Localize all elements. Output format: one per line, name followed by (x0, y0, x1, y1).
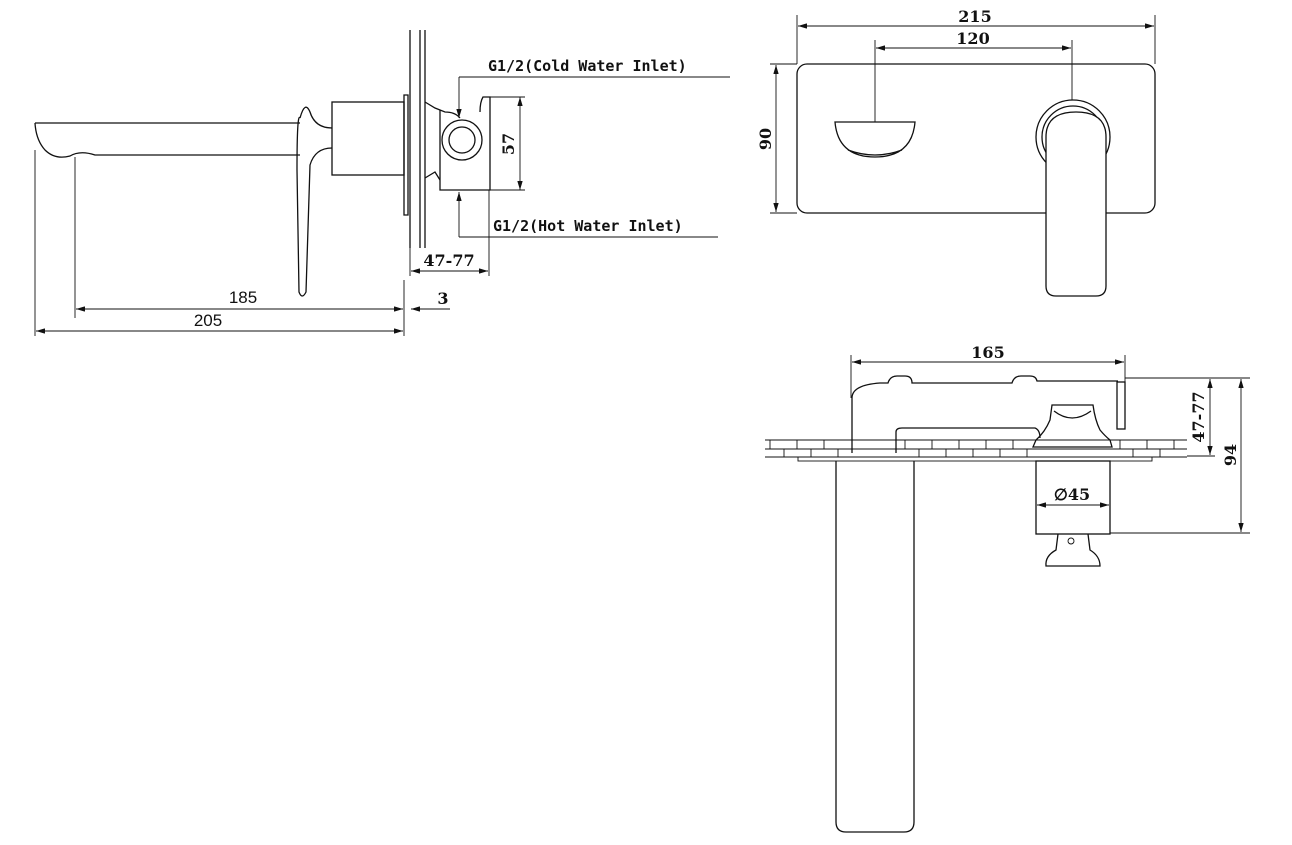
front-view: 215 120 90 (756, 7, 1156, 297)
dim-47-77-top: 47-77 (1125, 377, 1250, 457)
dim-94-label: 94 (1221, 444, 1240, 466)
dim-47-77-top-label: 47-77 (1189, 391, 1208, 442)
dim-57: 57 (490, 96, 525, 191)
handle-top (1032, 404, 1113, 448)
hot-inlet-callout: G1/2(Hot Water Inlet) (456, 192, 718, 238)
dim-185-label: 185 (229, 288, 257, 307)
dim-diameter-45-label: ∅45 (1054, 485, 1090, 504)
dim-90: 90 (756, 63, 797, 214)
spout-outlet-front (834, 121, 916, 158)
knob-top (1045, 533, 1101, 567)
wall-section (765, 439, 1187, 462)
dim-205: 205 (34, 150, 403, 336)
spout-side (34, 122, 300, 158)
dim-215-label: 215 (958, 7, 991, 26)
dim-165: 165 (850, 343, 1126, 398)
dim-90-label: 90 (756, 128, 775, 150)
inlet-bracket (439, 96, 491, 191)
top-view: 165 47-77 94 ∅45 (765, 343, 1250, 833)
dim-47-77-side-label: 47-77 (423, 251, 474, 270)
cold-inlet-callout: G1/2(Cold Water Inlet) (456, 57, 730, 118)
dim-47-77-side: 47-77 (409, 190, 490, 276)
dim-57-label: 57 (499, 133, 518, 155)
dim-3-label: 3 (437, 289, 448, 308)
dim-120: 120 (874, 29, 1073, 122)
lever-side (296, 106, 333, 297)
dim-205-label: 205 (194, 311, 222, 330)
cold-inlet-label: G1/2(Cold Water Inlet) (488, 57, 687, 75)
valve-body-top (1035, 460, 1111, 535)
wall-plate-front (796, 63, 1156, 214)
dim-94: 94 (1110, 379, 1250, 534)
spout-outlet-top (835, 461, 915, 833)
dim-165-label: 165 (971, 343, 1004, 362)
handle-front (1035, 99, 1111, 297)
lever-end-top (1116, 381, 1126, 430)
wall-plate-side (403, 30, 461, 248)
dim-diameter-45: ∅45 (1037, 485, 1109, 508)
valve-body-side (331, 101, 405, 176)
dim-3: 3 (411, 289, 450, 312)
dim-215: 215 (796, 7, 1156, 64)
dim-120-label: 120 (956, 29, 989, 48)
hot-inlet-label: G1/2(Hot Water Inlet) (493, 217, 683, 235)
knob-screw (1067, 537, 1075, 545)
dim-185: 185 (74, 157, 405, 336)
side-view: 57 G1/2(Cold Water Inlet) G1/2(Hot Water… (34, 30, 730, 336)
spout-top (851, 375, 1118, 453)
